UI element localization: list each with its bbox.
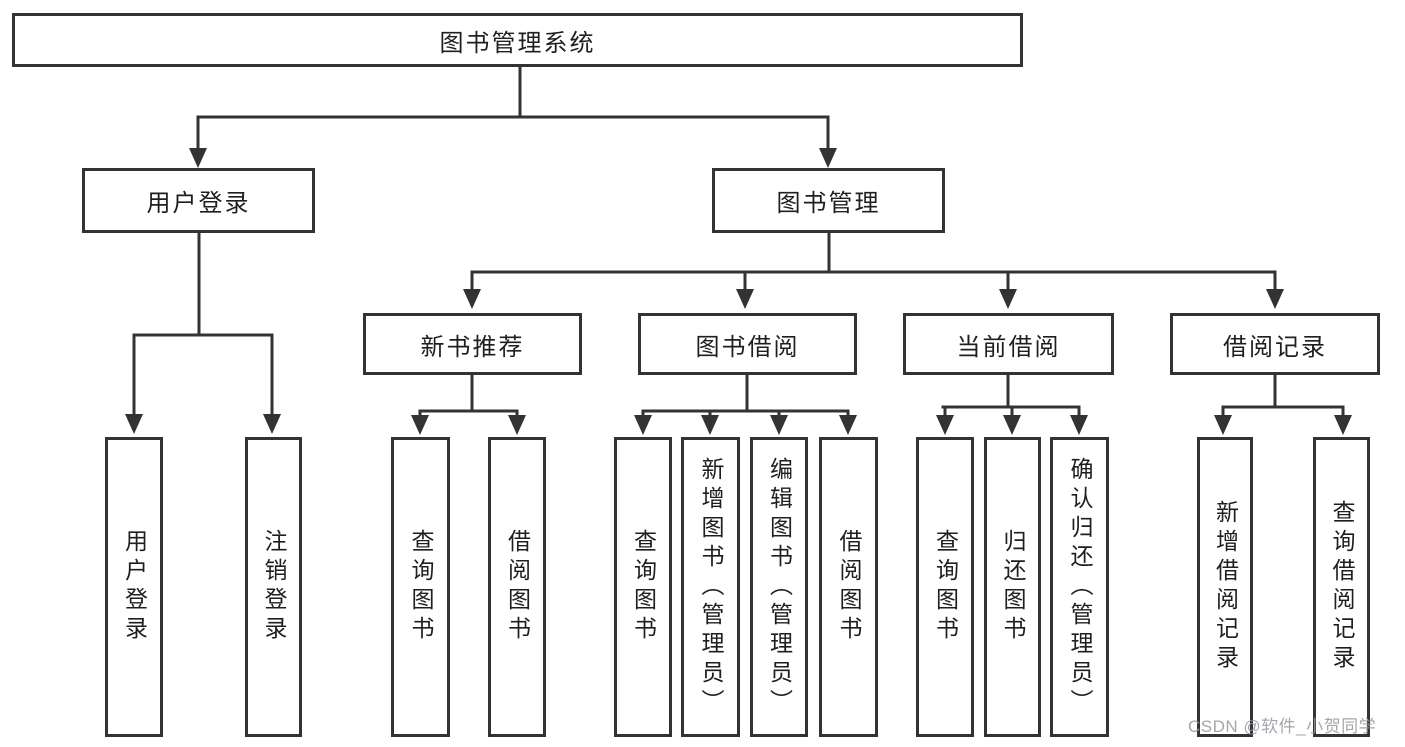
- node-leaf-logout: 注销登录: [245, 437, 302, 737]
- node-leaf-borrow-books: 借阅图书: [819, 437, 878, 737]
- node-book-borrowing: 图书借阅: [638, 313, 857, 375]
- node-book-management: 图书管理: [712, 168, 945, 233]
- node-leaf-query-borrow-record: 查询借阅记录: [1313, 437, 1370, 737]
- node-leaf-query-books-recommend: 查询图书: [391, 437, 450, 737]
- watermark: CSDN @软件_小贺同学: [1188, 717, 1377, 736]
- node-new-book-recommendation: 新书推荐: [363, 313, 582, 375]
- node-leaf-query-books-current: 查询图书: [916, 437, 974, 737]
- node-leaf-add-books-admin: 新增图书（管理员）: [681, 437, 740, 737]
- node-current-borrowing: 当前借阅: [903, 313, 1114, 375]
- node-user-login: 用户登录: [82, 168, 315, 233]
- node-leaf-query-books-borrowing: 查询图书: [614, 437, 672, 737]
- node-leaf-add-borrow-record: 新增借阅记录: [1197, 437, 1253, 737]
- node-leaf-edit-books-admin: 编辑图书（管理员）: [750, 437, 808, 737]
- node-borrowing-records: 借阅记录: [1170, 313, 1380, 375]
- node-library-management-system: 图书管理系统: [12, 13, 1023, 67]
- node-leaf-return-books: 归还图书: [984, 437, 1041, 737]
- node-leaf-borrow-books-recommend: 借阅图书: [488, 437, 546, 737]
- node-leaf-confirm-return-admin: 确认归还（管理员）: [1050, 437, 1109, 737]
- node-leaf-user-login: 用户登录: [105, 437, 163, 737]
